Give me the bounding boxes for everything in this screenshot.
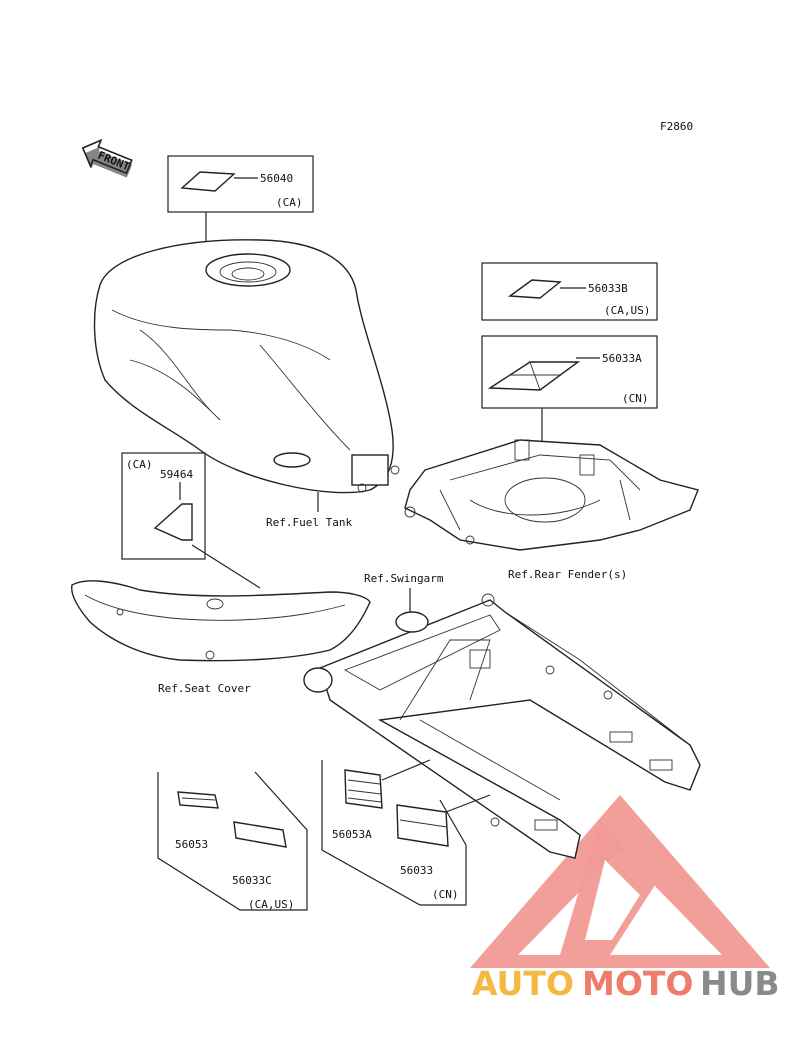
- label-box-56040: 56040 (CA): [167, 155, 314, 250]
- label-box-56033B: 56033B (CA,US): [481, 262, 658, 321]
- label-sticker-56053: [177, 791, 219, 809]
- part-note-56033B: (CA,US): [604, 304, 650, 317]
- swingarm-drawing: [303, 593, 701, 859]
- label-sticker-59464: [153, 503, 193, 541]
- label-sticker-56053A: [344, 769, 383, 809]
- part-number-56033A: 56033A: [602, 352, 642, 365]
- fuel-tank-drawing: [93, 239, 400, 512]
- automotohub-logo-icon: [470, 795, 770, 968]
- part-note-56033A: (CN): [622, 392, 649, 405]
- ref-fuel-tank: Ref.Fuel Tank: [266, 516, 352, 529]
- wordmark-auto: AUTO: [472, 964, 574, 1003]
- rear-fender-drawing: [404, 439, 699, 551]
- label-box-56053-56033C: 56053 56033C (CA,US): [157, 771, 308, 911]
- label-box-56053A-56033: 56053A 56033 (CN): [321, 759, 491, 906]
- part-number-56053A: 56053A: [332, 828, 372, 841]
- seat-cover-drawing: [71, 580, 371, 662]
- ref-rear-fender: Ref.Rear Fender(s): [508, 568, 627, 581]
- part-number-56033: 56033: [400, 864, 433, 877]
- front-arrow-icon: FRONT: [81, 138, 133, 178]
- figure-code: F2860: [660, 120, 693, 133]
- label-sticker-56033C: [233, 821, 287, 848]
- part-number-56033C: 56033C: [232, 874, 272, 887]
- label-sticker-56033A: [487, 361, 581, 391]
- label-sticker-56040: [180, 171, 236, 192]
- wordmark-moto: MOTO: [582, 964, 693, 1003]
- part-note-56040: (CA): [276, 196, 303, 209]
- part-number-59464: 59464: [160, 468, 193, 481]
- part-note-56033: (CN): [432, 888, 459, 901]
- label-sticker-56033: [396, 804, 449, 847]
- part-number-56053: 56053: [175, 838, 208, 851]
- automotohub-wordmark: AUTO MOTO HUB: [472, 964, 780, 1003]
- ref-swingarm: Ref.Swingarm: [364, 572, 444, 585]
- part-note-56033C: (CA,US): [248, 898, 294, 911]
- label-sticker-56033B: [508, 279, 562, 299]
- ref-seat-cover: Ref.Seat Cover: [158, 682, 251, 695]
- part-number-56033B: 56033B: [588, 282, 628, 295]
- label-box-59464: (CA) 59464: [121, 452, 261, 589]
- part-note-59464: (CA): [126, 458, 153, 471]
- part-number-56040: 56040: [260, 172, 293, 185]
- wordmark-hub: HUB: [700, 964, 780, 1003]
